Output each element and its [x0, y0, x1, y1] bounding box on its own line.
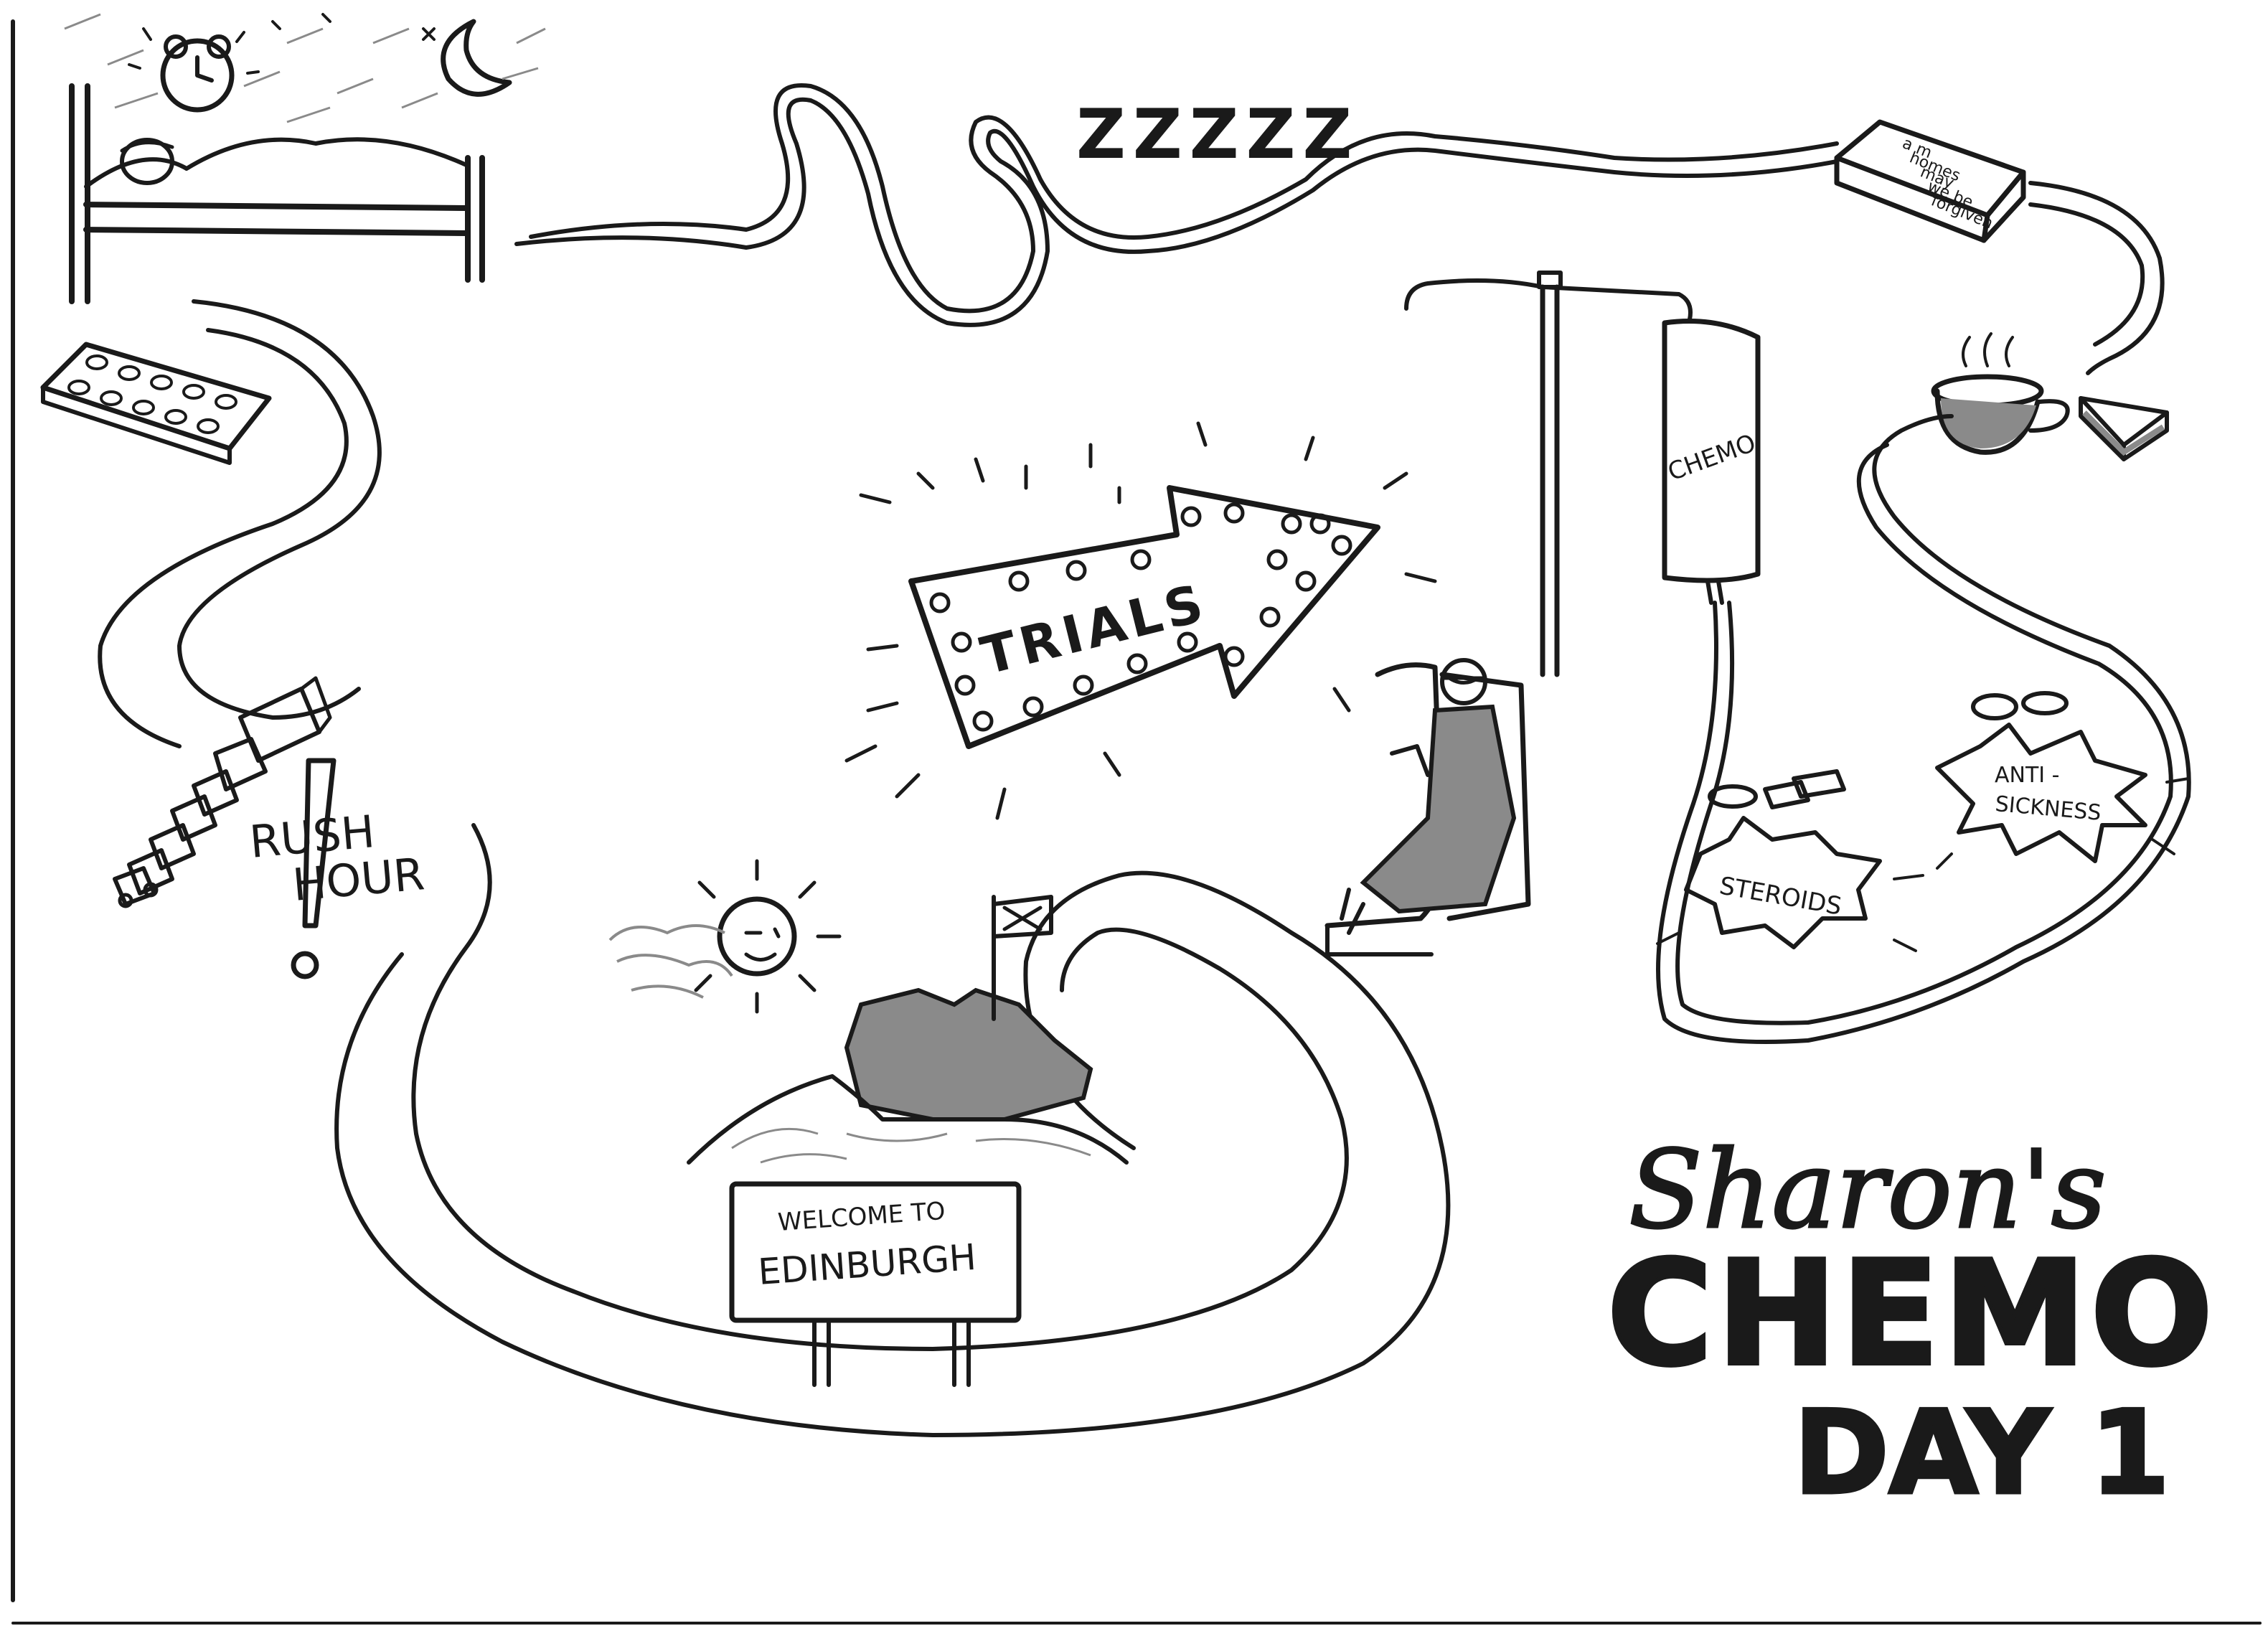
- page-edge: [11, 19, 2262, 1625]
- arrow-glow-rays: [844, 421, 1437, 820]
- iv-drip-stand-icon: [1404, 271, 1693, 677]
- pill-blister-pack-icon: [40, 342, 272, 465]
- tea-cup-icon: [1931, 332, 2070, 455]
- moon-icon: [271, 13, 512, 97]
- castle-icon: [844, 895, 1093, 1122]
- rush-hour-label-line2: HOUR: [291, 847, 427, 911]
- iv-line: [1656, 414, 2191, 1044]
- steroids-label: STEROIDS: [1717, 871, 1843, 921]
- welcome-sign-line2: EDINBURGH: [757, 1236, 978, 1293]
- rush-hour-label-line1: RUSH: [248, 805, 377, 868]
- burst-accent-marks: [1656, 777, 2190, 952]
- exclamation-mark: [291, 758, 337, 979]
- bed-icon: [69, 83, 485, 304]
- sun-icon: [608, 859, 842, 1014]
- marquee-lights: [929, 502, 1352, 732]
- title-day: DAY 1: [1794, 1386, 2170, 1520]
- alarm-clock-icon: [128, 27, 260, 113]
- road-left: [98, 299, 382, 748]
- patient-in-chair-icon: [1324, 658, 1531, 956]
- title-main: CHEMO: [1607, 1231, 2217, 1398]
- castle-rock-icon: [687, 1074, 1129, 1165]
- road-right-upper: [2028, 181, 2165, 375]
- chemo-bag-icon: CHEMO: [1662, 319, 1761, 605]
- trials-arrow-sign: TRIALS: [844, 421, 1437, 820]
- chemo-bag-label: CHEMO: [1664, 428, 1759, 486]
- night-sky-shading: [64, 13, 546, 123]
- road-main: [334, 823, 1451, 1437]
- steroids-starburst: STEROIDS: [1684, 816, 1882, 949]
- sandwich-icon: [2079, 396, 2169, 461]
- anti-label: ANTI -: [1995, 763, 2060, 788]
- anti-sickness-pills-icon: [1971, 691, 2069, 720]
- welcome-sign-line1: WELCOME TO: [777, 1197, 946, 1237]
- title-name: Sharon's: [1629, 1128, 2107, 1253]
- book-icon: a m homes may we be forgiven: [1834, 119, 2026, 243]
- anti-sickness-starburst: ANTI - SICKNESS: [1935, 723, 2147, 863]
- trials-label: TRIALS: [975, 572, 1213, 686]
- welcome-sign: WELCOME TO EDINBURGH: [729, 1181, 1022, 1387]
- sickness-label: SICKNESS: [1994, 791, 2102, 826]
- road-top: [514, 83, 1839, 327]
- steroid-pills-icon: [1708, 769, 1846, 809]
- traffic-jam-icon: [113, 676, 332, 908]
- sleep-zzz: ZZZZZ: [1076, 95, 1359, 174]
